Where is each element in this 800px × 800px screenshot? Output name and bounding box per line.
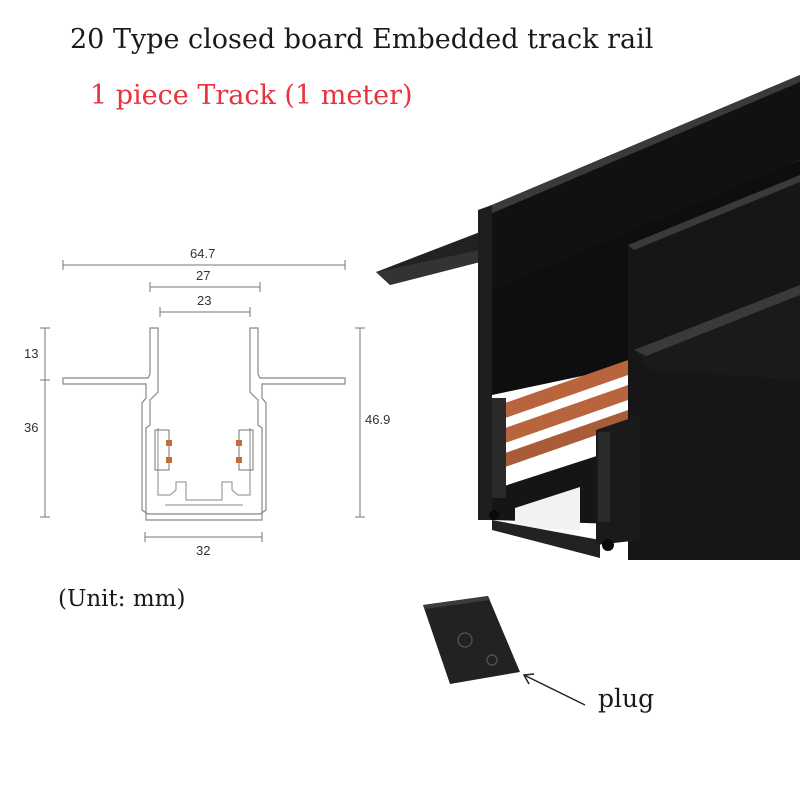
- dim-outer-channel: 27: [196, 268, 210, 283]
- copper-contacts-drawing: [166, 440, 242, 463]
- dim-total-height: 46.9: [365, 412, 390, 427]
- page-title: 20 Type closed board Embedded track rail: [70, 24, 654, 55]
- plug-illustration: [423, 596, 520, 684]
- page-subtitle: 1 piece Track (1 meter): [90, 80, 413, 111]
- dim-total-width: 64.7: [190, 246, 215, 261]
- dim-flange-height: 13: [24, 346, 38, 361]
- dim-inner-channel: 23: [197, 293, 211, 308]
- profile-outline: [62, 327, 346, 521]
- dim-bottom-width: 32: [196, 543, 210, 558]
- cross-section-drawing: [40, 260, 365, 542]
- plug-arrow: [522, 673, 586, 706]
- track-rail-3d: [376, 75, 800, 560]
- dim-channel-depth: 36: [24, 420, 38, 435]
- plug-label: plug: [598, 684, 655, 713]
- unit-label: (Unit: mm): [58, 586, 186, 612]
